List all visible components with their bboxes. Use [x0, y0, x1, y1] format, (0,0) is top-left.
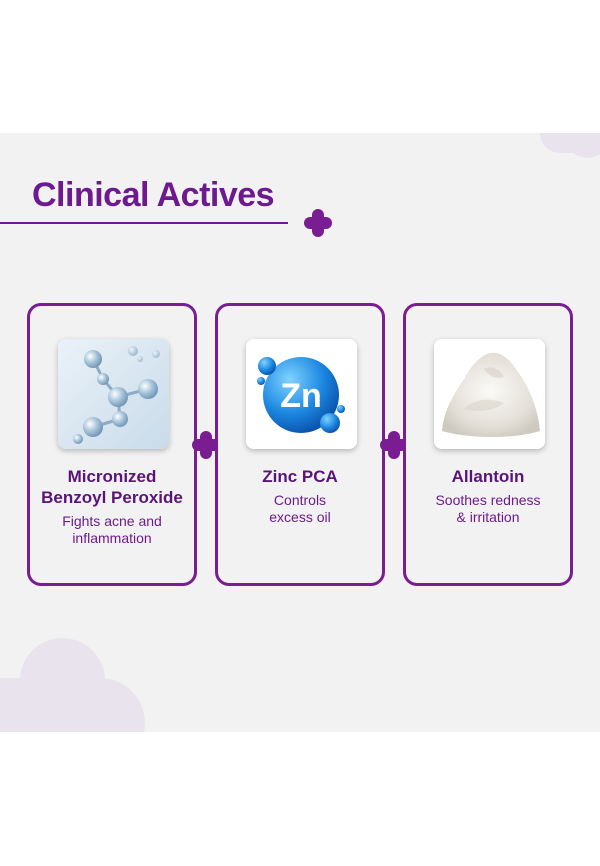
title-underline: [0, 222, 288, 224]
plus-icon: [380, 431, 408, 459]
section-title: Clinical Actives: [32, 176, 275, 214]
background-plus-shape-bottom-left: [0, 638, 150, 732]
molecule-image: [58, 339, 169, 449]
active-name: Allantoin: [451, 467, 525, 486]
white-powder-image: [434, 339, 545, 449]
active-name: Micronized Benzoyl Peroxide: [41, 467, 183, 507]
zinc-sphere-image: Zn: [246, 339, 357, 449]
active-description: Fights acne and inflammation: [62, 513, 162, 546]
active-card-zinc-pca: Zn Zinc PCA Controls excess oil: [215, 303, 385, 586]
active-card-benzoyl-peroxide: Micronized Benzoyl Peroxide Fights acne …: [27, 303, 197, 586]
clinical-actives-panel: Clinical Actives: [0, 133, 600, 732]
active-description: Soothes redness & irritation: [435, 492, 541, 525]
background-plus-shape-top-right: [540, 133, 600, 173]
active-name: Zinc PCA: [262, 467, 338, 486]
active-description: Controls excess oil: [269, 492, 331, 525]
active-card-allantoin: Allantoin Soothes redness & irritation: [403, 303, 573, 586]
zinc-symbol: Zn: [280, 377, 322, 415]
plus-icon: [192, 431, 220, 459]
plus-icon: [304, 209, 332, 237]
